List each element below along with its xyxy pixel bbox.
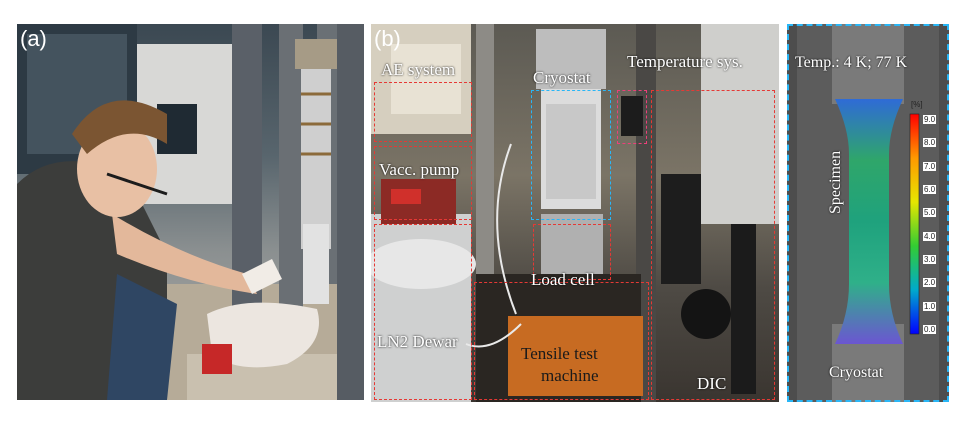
colorbar-tick-label: 8.0: [923, 138, 937, 148]
temperature-box: [617, 90, 647, 144]
lab-photo-b: [371, 24, 779, 402]
panel-a-label: (a): [20, 26, 47, 51]
colorbar-tick-label: 5.0: [923, 208, 937, 218]
ae-system-box: [374, 82, 472, 142]
panel-a-photo: (a): [17, 24, 364, 400]
dic-strain-field: [787, 24, 949, 402]
dic-box: [651, 90, 775, 400]
colorbar-tick-label: 7.0: [923, 161, 937, 171]
colorbar-tick-label: 3.0: [923, 255, 937, 264]
vacc-pump-box: [374, 146, 472, 220]
ln2-dewar-box: [374, 224, 472, 400]
panel-b-photo: (b) AE system Cryostat Temperature sys. …: [371, 24, 779, 402]
colorbar-tick-label: 4.0: [923, 231, 937, 241]
cryostat-label: Cryostat: [829, 364, 884, 381]
load-cell-label: Load cell: [531, 270, 595, 289]
tensile-machine-label-2: machine: [541, 366, 599, 385]
cryostat-label: Cryostat: [533, 68, 591, 87]
colorbar-unit: [%]: [911, 100, 923, 109]
colorbar-tick-label: 9.0: [923, 115, 937, 124]
ln2-dewar-label: LN2 Dewar: [377, 332, 458, 351]
cryostat-box: [531, 90, 611, 220]
specimen-label: Specimen: [827, 150, 844, 214]
temperature-label: Temp.: 4 K; 77 K: [795, 54, 908, 71]
dic-label: DIC: [697, 374, 727, 393]
colorbar-tick-label: 6.0: [923, 185, 937, 194]
vacc-pump-label: Vacc. pump: [379, 160, 460, 179]
load-cell-box: [533, 224, 611, 280]
tensile-machine-box: [474, 282, 649, 400]
colorbar-tick-label: 0.0: [923, 325, 937, 334]
panel-c-dic-image: Temp.: 4 K; 77 K Specimen Cryostat [%] 9…: [787, 24, 949, 402]
lab-photo-a: [17, 24, 364, 400]
colorbar-tick-label: 2.0: [923, 278, 937, 288]
tensile-machine-label-1: Tensile test: [521, 344, 598, 363]
panel-b-label: (b): [374, 26, 401, 51]
temperature-label: Temperature sys.: [627, 52, 743, 71]
ae-system-label: AE system: [381, 60, 456, 79]
colorbar-tick-label: 1.0: [923, 301, 937, 311]
